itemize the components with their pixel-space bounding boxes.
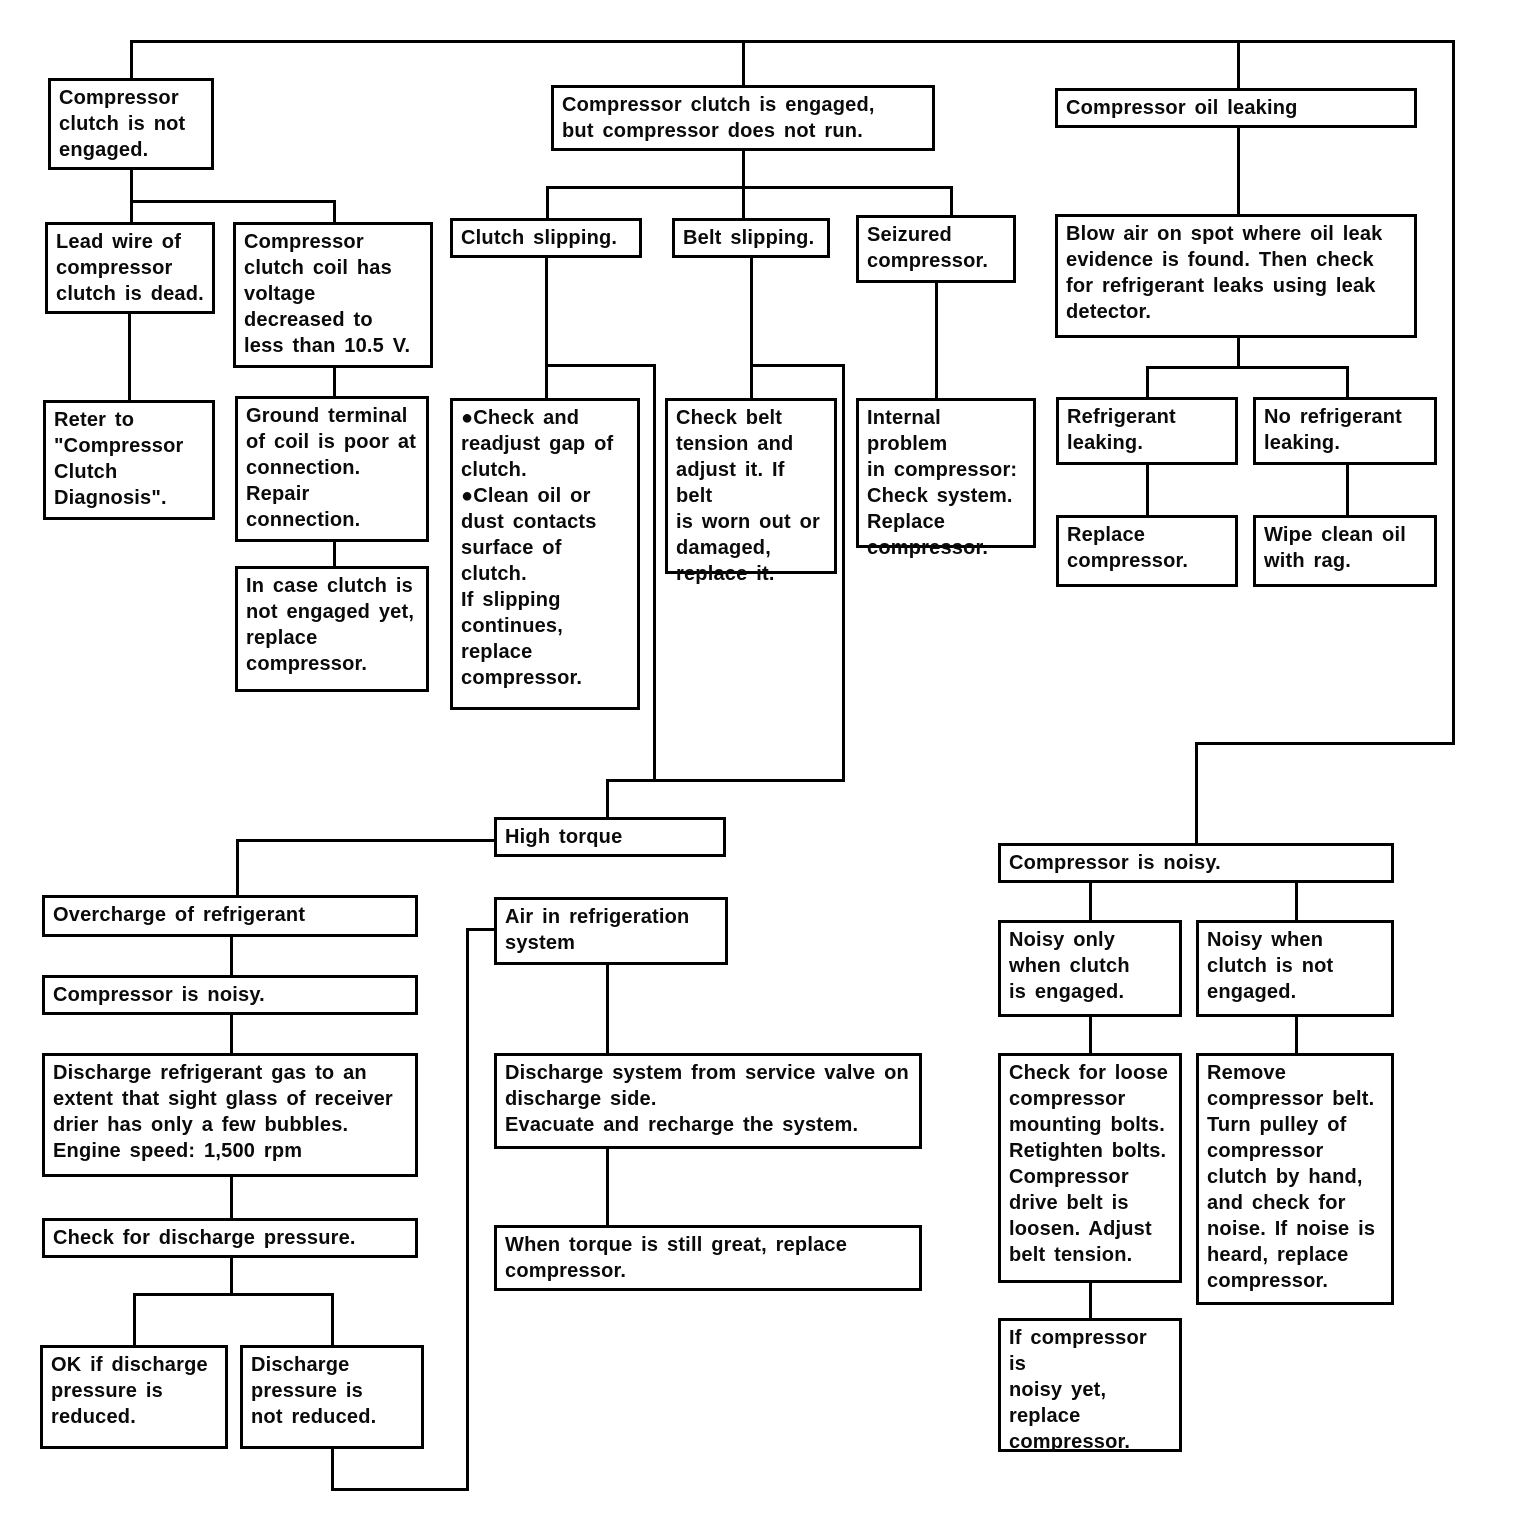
- connector-line: [546, 186, 549, 218]
- node-belt-slipping: Belt slipping.: [672, 218, 830, 258]
- connector-line: [1089, 1017, 1092, 1053]
- connector-line: [1452, 40, 1455, 745]
- node-ground-terminal-poor: Ground terminal of coil is poor at conne…: [235, 396, 429, 542]
- node-engaged-but-not-run: Compressor clutch is engaged, but compre…: [551, 85, 935, 151]
- connector-line: [133, 1293, 334, 1296]
- connector-line: [333, 542, 336, 566]
- connector-line: [1295, 883, 1298, 920]
- connector-line: [1195, 742, 1198, 843]
- connector-line: [1237, 338, 1240, 366]
- connector-line: [333, 200, 336, 222]
- connector-line: [230, 1015, 233, 1053]
- connector-line: [1146, 465, 1149, 515]
- node-replace-if-not-engaged: In case clutch is not engaged yet, repla…: [235, 566, 429, 692]
- connector-line: [331, 1293, 334, 1345]
- connector-line: [230, 1177, 233, 1218]
- node-check-discharge-pressure: Check for discharge pressure.: [42, 1218, 418, 1258]
- node-lead-wire-dead: Lead wire of compressor clutch is dead.: [45, 222, 215, 314]
- connector-line: [230, 937, 233, 975]
- connector-line: [842, 364, 845, 779]
- connector-line: [1089, 1283, 1092, 1318]
- node-high-torque: High torque: [494, 817, 726, 857]
- connector-line: [331, 1488, 469, 1491]
- node-check-loose-mounting-bolts: Check for loose compressor mounting bolt…: [998, 1053, 1182, 1283]
- connector-line: [606, 1149, 609, 1225]
- node-compressor-is-noisy-right: Compressor is noisy.: [998, 843, 1394, 883]
- connector-line: [950, 186, 953, 215]
- connector-line: [128, 314, 131, 400]
- connector-line: [606, 779, 845, 782]
- node-noisy-when-clutch-engaged: Noisy only when clutch is engaged.: [998, 920, 1182, 1017]
- connector-line: [130, 40, 133, 78]
- connector-line: [236, 839, 494, 842]
- connector-line: [1346, 465, 1349, 515]
- node-discharge-from-service-valve: Discharge system from service valve on d…: [494, 1053, 922, 1149]
- connector-line: [546, 186, 953, 189]
- connector-line: [130, 200, 336, 203]
- node-overcharge-of-refrigerant: Overcharge of refrigerant: [42, 895, 418, 937]
- connector-line: [742, 40, 745, 85]
- connector-line: [1295, 1017, 1298, 1053]
- node-compressor-clutch-not-engaged: Compressor clutch is not engaged.: [48, 78, 214, 170]
- connector-line: [750, 364, 845, 367]
- node-no-refrigerant-leaking: No refrigerant leaking.: [1253, 397, 1437, 465]
- connector-line: [606, 965, 609, 1053]
- node-clutch-slipping: Clutch slipping.: [450, 218, 642, 258]
- connector-line: [333, 368, 336, 396]
- connector-line: [1237, 40, 1240, 88]
- connector-line: [1089, 883, 1092, 920]
- node-seizured-compressor: Seizured compressor.: [856, 215, 1016, 283]
- node-refer-clutch-diagnosis: Reter to "Compressor Clutch Diagnosis".: [43, 400, 215, 520]
- connector-line: [230, 1258, 233, 1293]
- node-compressor-is-noisy-left: Compressor is noisy.: [42, 975, 418, 1015]
- node-wipe-clean-oil: Wipe clean oil with rag.: [1253, 515, 1437, 587]
- connector-line: [606, 779, 609, 817]
- connector-line: [466, 928, 497, 931]
- node-check-readjust-clutch-gap: ●Check and readjust gap of clutch. ●Clea…: [450, 398, 640, 710]
- node-refrigerant-leaking: Refrigerant leaking.: [1056, 397, 1238, 465]
- connector-line: [130, 200, 133, 222]
- connector-line: [653, 364, 656, 779]
- node-internal-problem: Internal problem in compressor: Check sy…: [856, 398, 1036, 559]
- connector-line: [742, 151, 745, 186]
- connector-line: [130, 170, 133, 200]
- connector-line: [130, 40, 1455, 43]
- node-torque-still-great: When torque is still great, replace comp…: [494, 1225, 922, 1291]
- node-air-in-refrigeration-system: Air in refrigeration system: [494, 897, 728, 965]
- connector-line: [1237, 128, 1240, 214]
- connector-line: [750, 258, 753, 398]
- connector-line: [742, 186, 745, 218]
- connector-line: [466, 928, 469, 1491]
- node-noisy-yet-replace: If compressor is noisy yet, replace comp…: [998, 1318, 1182, 1453]
- node-pressure-not-reduced: Discharge pressure is not reduced.: [240, 1345, 424, 1449]
- connector-line: [545, 258, 548, 398]
- connector-line: [133, 1293, 136, 1345]
- node-compressor-oil-leaking: Compressor oil leaking: [1055, 88, 1417, 128]
- connector-line: [545, 364, 656, 367]
- node-replace-compressor: Replace compressor.: [1056, 515, 1238, 587]
- node-check-belt-tension: Check belt tension and adjust it. If bel…: [665, 398, 837, 585]
- node-ok-pressure-reduced: OK if discharge pressure is reduced.: [40, 1345, 228, 1449]
- node-blow-air-check-leaks: Blow air on spot where oil leak evidence…: [1055, 214, 1417, 338]
- connector-line: [236, 839, 239, 895]
- connector-line: [331, 1449, 334, 1491]
- connector-line: [935, 283, 938, 398]
- node-remove-belt-check-noise: Remove compressor belt. Turn pulley of c…: [1196, 1053, 1394, 1305]
- node-coil-voltage-low: Compressor clutch coil has voltage decre…: [233, 222, 433, 368]
- node-noisy-when-clutch-not-engaged: Noisy when clutch is not engaged.: [1196, 920, 1394, 1017]
- connector-line: [1195, 742, 1455, 745]
- node-discharge-refrigerant-gas: Discharge refrigerant gas to an extent t…: [42, 1053, 418, 1177]
- connector-line: [1146, 366, 1349, 369]
- connector-line: [1346, 366, 1349, 397]
- connector-line: [1146, 366, 1149, 397]
